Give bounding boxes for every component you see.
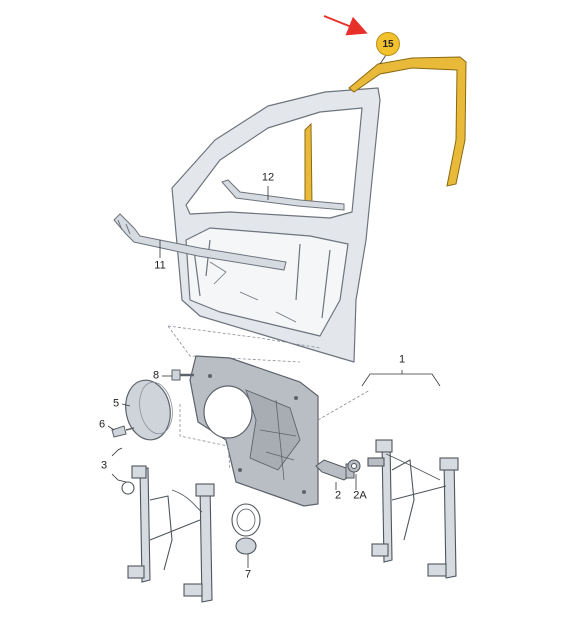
left-window-regulator — [121, 465, 215, 603]
callout-15-badge: 15 — [376, 32, 400, 56]
leader-lines — [107, 51, 441, 568]
right-window-regulator — [367, 439, 459, 579]
bolt — [171, 369, 194, 381]
red-arrow-icon — [323, 15, 368, 36]
plate-guide-line — [179, 389, 371, 471]
cover-cap-edge — [139, 381, 173, 435]
inner-window-strip — [221, 179, 345, 211]
door-shell — [171, 87, 381, 363]
outer-strip-clips — [117, 219, 131, 235]
callout-2a: 2A — [353, 489, 367, 502]
callout-8: 8 — [152, 369, 160, 382]
callout-11: 11 — [154, 259, 166, 272]
guide-line — [167, 325, 321, 363]
callout-2: 2 — [334, 489, 342, 502]
cover-cap — [125, 379, 171, 441]
clip — [111, 425, 135, 438]
callout-1: 1 — [398, 353, 406, 366]
callout-12: 12 — [261, 171, 275, 184]
callout-3: 3 — [100, 459, 108, 472]
crank-knob — [347, 459, 361, 473]
callout-5: 5 — [112, 397, 120, 410]
seal-ring — [231, 503, 261, 555]
callout-7: 7 — [244, 568, 252, 581]
callout-6: 6 — [98, 418, 106, 431]
carrier-plate — [189, 355, 319, 507]
outer-window-strip — [113, 213, 287, 271]
